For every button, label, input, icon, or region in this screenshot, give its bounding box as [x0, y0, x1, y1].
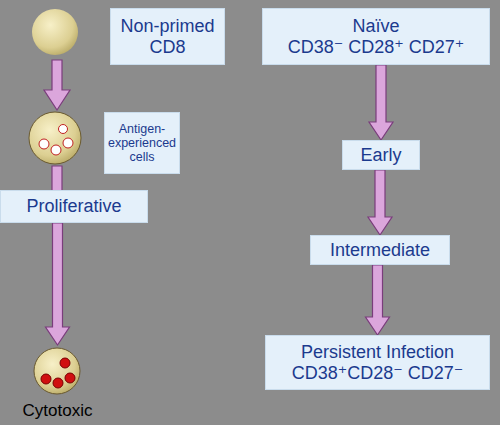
- stage-box: Early: [342, 140, 420, 170]
- phenotype-box: Persistent InfectionCD38⁺CD28⁻ CD27⁻: [265, 335, 490, 390]
- box-text: CD38⁻ CD28⁺ CD27⁺: [288, 37, 465, 57]
- stage-box: Proliferative: [0, 190, 148, 223]
- stage-box: Intermediate: [310, 235, 450, 265]
- block-arrow: [368, 170, 392, 235]
- cell-label: Cytotoxic: [23, 401, 93, 420]
- granule: [63, 138, 73, 148]
- label-box: Non-primed CD8: [110, 8, 225, 65]
- box-text: Proliferative: [26, 196, 121, 216]
- primed-cell: [29, 112, 81, 164]
- block-arrow: [366, 265, 390, 335]
- granule: [51, 145, 61, 155]
- arrow-shaft: [52, 166, 62, 192]
- phenotype-box: NaïveCD38⁻ CD28⁺ CD27⁺: [262, 8, 490, 65]
- cytotoxic-cell: Cytotoxic: [10, 345, 105, 423]
- box-text: Persistent Infection: [301, 342, 454, 362]
- block-arrow: [44, 60, 70, 110]
- granule: [53, 378, 63, 388]
- box-text: Intermediate: [330, 240, 430, 260]
- granule: [59, 125, 68, 134]
- box-text: Naïve: [352, 16, 399, 36]
- cell-outline: [10, 345, 105, 397]
- box-text: Antigen-experienced cells: [105, 122, 179, 164]
- block-arrow: [46, 223, 70, 345]
- cell-body: [34, 348, 80, 394]
- naive-cell: [32, 9, 78, 55]
- granule: [41, 374, 51, 384]
- granule: [39, 139, 49, 149]
- label-box: Antigen-experienced cells: [104, 112, 180, 174]
- block-arrow: [369, 65, 393, 140]
- granule: [60, 358, 70, 368]
- granule: [65, 373, 75, 383]
- box-text: Early: [360, 145, 401, 165]
- box-text: Non-primed CD8: [111, 16, 224, 56]
- box-text: CD38⁺CD28⁻ CD27⁻: [292, 363, 464, 383]
